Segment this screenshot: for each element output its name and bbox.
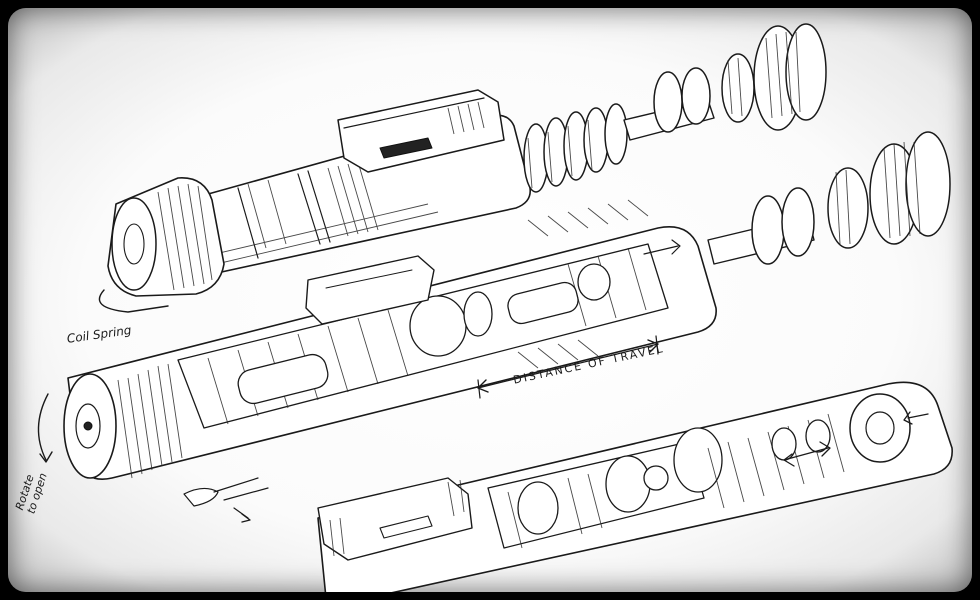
middle-hilt-cutaway — [37, 131, 951, 523]
top-hilt — [98, 23, 827, 313]
lightsaber-sketch-drawing — [37, 23, 953, 592]
bottom-hilt — [317, 381, 953, 592]
sketch-paper: Coil Spring DISTANCE OF TRAVEL Rotate to… — [8, 8, 972, 592]
